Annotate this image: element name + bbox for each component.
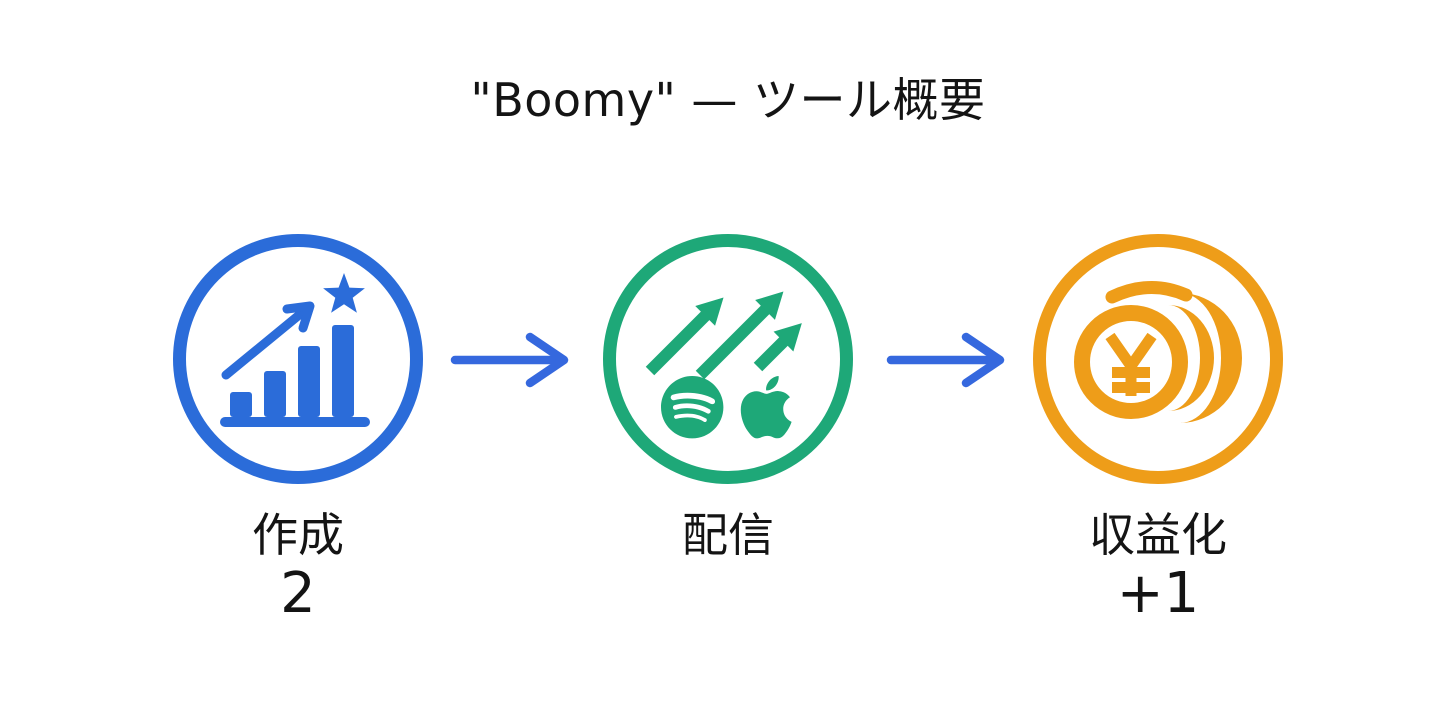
apple-icon [740,376,792,439]
step-distribute-circle [603,234,853,484]
growth-arrow-3 [753,323,802,372]
growth-arrows-spotify-apple-icon [645,291,802,439]
step-create-label: 作成 [252,508,344,562]
spotify-icon [661,376,724,439]
step-distribute: 配信 [603,234,853,565]
step-monetize: 収益化 +1 [1033,234,1283,623]
yen-symbol [1105,332,1157,396]
page-title: "Boomy" — ツール概要 [470,73,986,127]
step-distribute-label: 配信 [682,508,774,562]
step-create: 作成 2 [173,234,423,623]
step-create-number: 2 [280,560,316,626]
right-arrow-icon [450,332,569,388]
step-create-circle [173,234,423,484]
flow-arrow-2 [886,328,1010,392]
bar-chart-growth-star-icon [220,273,370,427]
step-monetize-circle [1033,234,1283,484]
right-arrow-icon [886,332,1005,388]
step-monetize-label: 収益化 [1089,508,1227,562]
step-monetize-number: +1 [1116,560,1200,626]
growth-arrow-2 [695,291,784,380]
flow-arrow-1 [450,328,574,392]
yen-coins-icon [1074,280,1242,423]
growth-arrow-1 [645,297,724,376]
